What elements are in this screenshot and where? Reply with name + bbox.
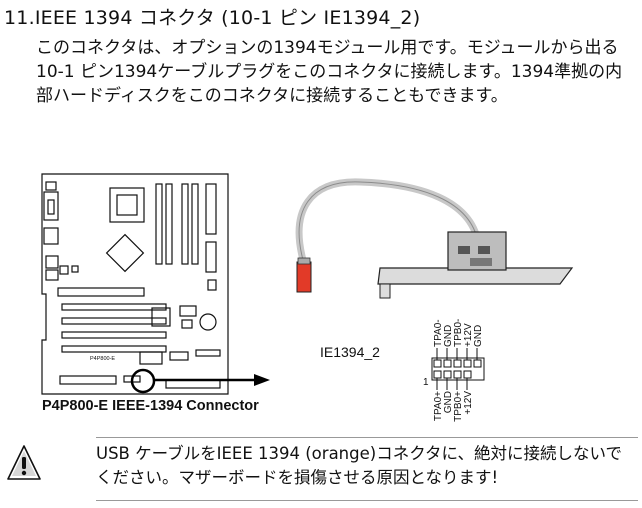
pin-label-bottom: +12V	[463, 391, 474, 415]
cable-bracket-diagram	[295, 178, 574, 299]
pin-label-bottom: TPB0+	[453, 391, 464, 422]
arrow-head-icon	[254, 374, 270, 386]
figure-caption: P4P800-E IEEE-1394 Connector	[42, 398, 259, 414]
motherboard-diagram	[41, 173, 229, 395]
pin-label-top: TPA0-	[433, 319, 444, 347]
pin-label-top: +12V	[463, 323, 474, 347]
board-label: P4P800-E	[90, 356, 115, 362]
figure: P4P800-E TPA0- GND TPB0- +12V GND	[41, 173, 574, 422]
pin-diagram	[431, 348, 485, 390]
connector-highlight	[130, 368, 156, 394]
warning-text: USB ケーブルをIEEE 1394 (orange)コネクタに、絶対に接続しな…	[96, 444, 623, 487]
connector-label: IE1394_2	[320, 344, 380, 360]
pin1-label: 1	[423, 377, 429, 388]
divider	[96, 437, 638, 438]
pin-label-top: TPB0-	[453, 319, 464, 347]
pin-label-bottom: TPA0+	[433, 391, 444, 421]
cable-plug	[296, 261, 312, 293]
section-body: このコネクタは、オプションの1394モジュール用です。モジュールから出る10-1…	[36, 38, 623, 106]
pin-label-top: GND	[443, 325, 454, 347]
section-title: 11.IEEE 1394 コネクタ (10-1 ピン IE1394_2)	[4, 7, 421, 29]
warning-triangle-icon	[7, 445, 41, 480]
divider	[96, 500, 638, 501]
pin-label-top: GND	[473, 325, 484, 347]
pin-label-bottom: GND	[443, 391, 454, 413]
